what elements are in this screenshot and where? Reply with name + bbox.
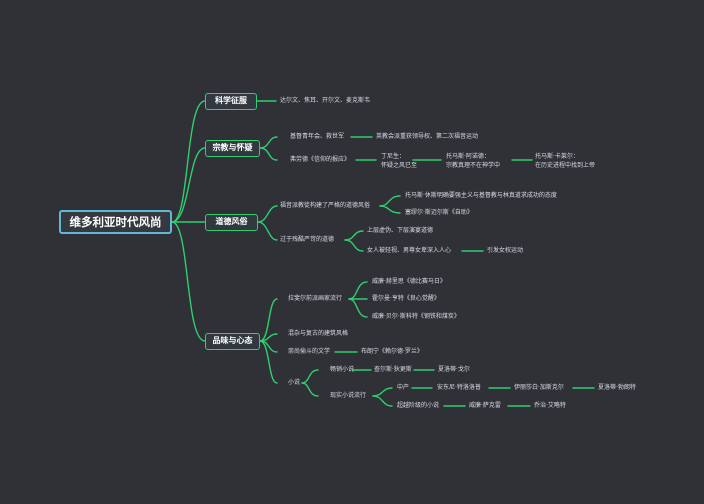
node-tennyson-line1: 丁尼生： — [381, 153, 406, 160]
root-topic[interactable]: 维多利亚时代风尚 — [59, 210, 172, 234]
node-thackeray[interactable]: 威廉·萨克雷 — [469, 402, 501, 409]
node-carlyle-line2: 在历史进程中找到上帝 — [535, 162, 596, 169]
node-arnold[interactable]: 托马斯·阿诺德： 宗教真理不在神学中 — [446, 152, 500, 170]
node-travel-lit[interactable]: 崇尚偷斗的文学 — [288, 348, 331, 355]
node-middle[interactable]: 中产 — [397, 384, 410, 391]
branch-religion[interactable]: 宗教与怀疑 — [205, 140, 260, 157]
node-hunt2[interactable]: 霍尔曼·亨特《良心觉醒》 — [372, 295, 440, 302]
node-novel[interactable]: 小说 — [288, 379, 301, 386]
node-dickens[interactable]: 查尔斯·狄更斯 — [374, 366, 412, 373]
node-bell[interactable]: 威廉·贝尔·斯科特《钢铁和煤炭》 — [372, 313, 460, 320]
branch-science[interactable]: 科学征服 — [205, 93, 257, 110]
node-carlyle-line1: 托马斯·卡莱尔： — [535, 153, 579, 160]
node-strict-morality[interactable]: 过于残酷严苛的道德 — [280, 236, 335, 243]
node-preraphaelite[interactable]: 拉斐尔前派画家流行 — [288, 295, 343, 302]
node-smiles[interactable]: 塞缪尔·斯迈尔斯《自助》 — [405, 209, 473, 216]
node-browning[interactable]: 布朗宁《赖尔德·罗兰》 — [361, 348, 423, 355]
node-hardy[interactable]: 夏洛蒂·戈尔 — [438, 366, 470, 373]
branch-taste[interactable]: 品味与心态 — [205, 333, 260, 350]
node-arnold-line1: 托马斯·阿诺德： — [446, 153, 490, 160]
node-realism[interactable]: 现实小说流行 — [330, 392, 367, 399]
node-tennyson[interactable]: 丁尼生： 怀疑之风已至 — [381, 152, 417, 170]
node-evangelical[interactable]: 福音派教徒构建了严格的道德风俗 — [280, 202, 371, 209]
node-feminism[interactable]: 引发女权运动 — [487, 247, 524, 254]
node-froude[interactable]: 弗劳德《信仰的报应》 — [290, 156, 351, 163]
node-eliot[interactable]: 乔治·艾略特 — [534, 402, 566, 409]
node-bronte[interactable]: 夏洛蒂·勃朗特 — [598, 384, 636, 391]
node-beyond-class[interactable]: 超越阶级的小说 — [397, 402, 440, 409]
node-hunt[interactable]: 威廉·赫里思《德比赛马日》 — [372, 278, 446, 285]
node-scientists[interactable]: 达尔文、焦耳、开尔文、麦克斯韦 — [280, 97, 371, 104]
node-tennyson-line2: 怀疑之风已至 — [381, 162, 418, 169]
node-gaskell[interactable]: 伊丽莎白·加斯克尔 — [514, 384, 564, 391]
node-revival-child[interactable]: 英教会派重获领导权、第二次福音运动 — [376, 133, 479, 140]
branch-morality[interactable]: 道德风俗 — [205, 214, 258, 231]
node-trollope[interactable]: 安东尼·特洛洛普 — [437, 384, 481, 391]
node-bestseller[interactable]: 畅销小说 — [330, 366, 355, 373]
node-hypocrisy[interactable]: 上层虚伪、下层演宴道德 — [367, 227, 434, 234]
node-carlyle[interactable]: 托马斯·卡莱尔： 在历史进程中找到上帝 — [535, 152, 595, 170]
node-revival[interactable]: 基督青年会、救世军 — [290, 133, 345, 140]
node-arnold-line2: 宗教真理不在神学中 — [446, 162, 501, 169]
node-women[interactable]: 女人被轻视、男尊女卑深入人心 — [367, 247, 452, 254]
node-hughes[interactable]: 托马斯·休斯明确要强主义与基督教与林真道求成功的态度 — [405, 192, 557, 199]
node-architecture[interactable]: 混杂与复古的建筑风格 — [288, 330, 349, 337]
